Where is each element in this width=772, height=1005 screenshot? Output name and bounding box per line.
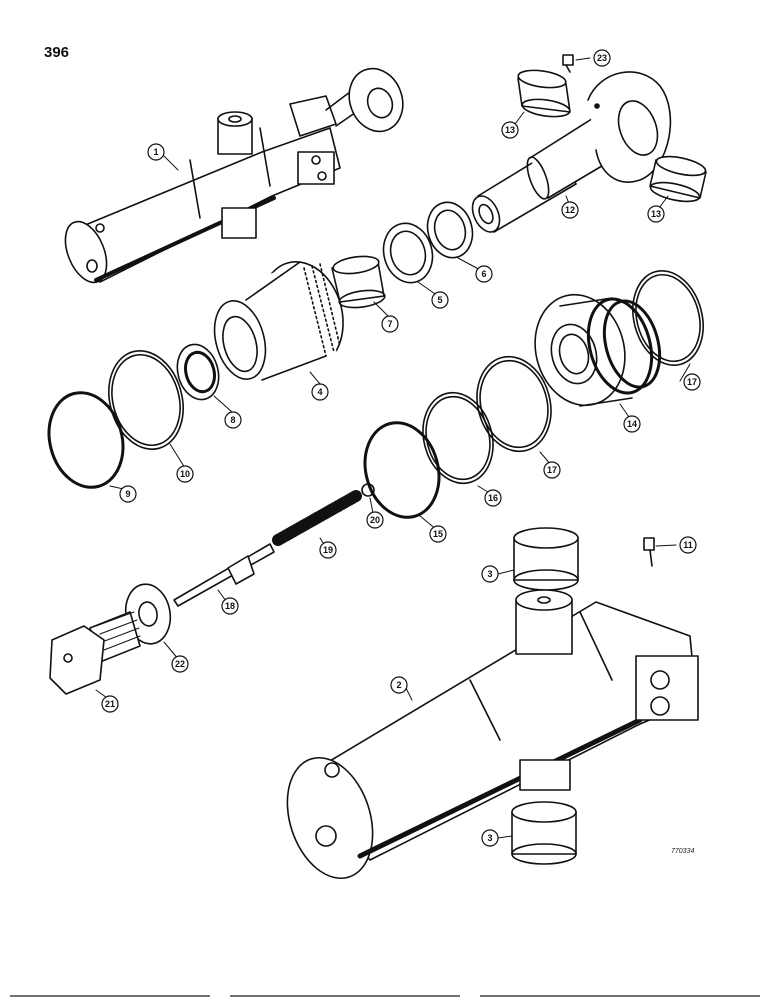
wear-ring-outer: [632, 270, 704, 366]
callout-label-16: 16: [488, 493, 498, 503]
callout-23: 23: [593, 49, 611, 67]
callout-17a: 17: [543, 461, 561, 479]
wiper-seal: [176, 343, 220, 401]
wear-ring-inner: [476, 355, 552, 453]
callout-label-22: 22: [175, 659, 185, 669]
callout-10: 10: [176, 465, 194, 483]
poppet-stem: [173, 543, 275, 607]
grease-fitting-lower: [643, 537, 655, 567]
callout-label-21: 21: [105, 699, 115, 709]
callout-label-20: 20: [370, 515, 380, 525]
check-ball: [361, 483, 375, 497]
rod-bushing: [331, 255, 386, 309]
callout-label-8: 8: [230, 415, 235, 425]
spring: [272, 490, 362, 546]
callout-label-10: 10: [180, 469, 190, 479]
callout-label-7: 7: [387, 319, 392, 329]
callout-label-12: 12: [565, 205, 575, 215]
callout-label-5: 5: [437, 295, 442, 305]
callout-label-19: 19: [323, 545, 333, 555]
callout-8: 8: [224, 411, 242, 429]
callout-11: 11: [679, 536, 697, 554]
cylinder-barrel-large: [286, 589, 699, 880]
callout-2: 2: [390, 676, 408, 694]
callout-label-13b: 13: [651, 209, 661, 219]
callout-12: 12: [561, 201, 579, 219]
callout-13b: 13: [647, 205, 665, 223]
callout-6: 6: [475, 265, 493, 283]
callout-7: 7: [381, 315, 399, 333]
callout-label-3a: 3: [487, 569, 492, 579]
o-ring: [47, 391, 125, 489]
callout-label-18: 18: [225, 601, 235, 611]
callout-label-2: 2: [396, 680, 401, 690]
callout-3b: 3: [481, 829, 499, 847]
page-number: 396: [44, 44, 70, 61]
callout-label-9: 9: [125, 489, 130, 499]
callout-label-13a: 13: [505, 125, 515, 135]
rod-backup-ring: [426, 201, 474, 259]
callout-label-6: 6: [481, 269, 486, 279]
callout-4: 4: [311, 383, 329, 401]
callout-1: 1: [147, 143, 165, 161]
piston-ring: [363, 421, 441, 519]
piston: [534, 293, 662, 407]
callout-label-1: 1: [153, 147, 158, 157]
callout-label-14: 14: [627, 419, 637, 429]
callout-14: 14: [623, 415, 641, 433]
callout-18: 18: [221, 597, 239, 615]
callout-17b: 17: [683, 373, 701, 391]
bushing-bottom: [511, 801, 577, 865]
callout-22: 22: [171, 655, 189, 673]
rod-eye-bushing-lower: [649, 155, 707, 203]
callout-label-11: 11: [683, 540, 693, 550]
callout-13a: 13: [501, 121, 519, 139]
cylinder-head: [213, 261, 344, 384]
drawing-reference-code: 770334: [671, 848, 695, 855]
rod-seal: [382, 222, 434, 284]
callout-21: 21: [101, 695, 119, 713]
piston-seal: [422, 391, 494, 485]
grease-fitting-upper: [562, 54, 574, 73]
callout-19: 19: [319, 541, 337, 559]
callout-15: 15: [429, 525, 447, 543]
callout-label-4: 4: [317, 387, 322, 397]
callout-label-23: 23: [597, 53, 607, 63]
callout-label-15: 15: [433, 529, 443, 539]
callout-16: 16: [484, 489, 502, 507]
callout-3a: 3: [481, 565, 499, 583]
callout-label-3b: 3: [487, 833, 492, 843]
plug-bolt: [49, 611, 141, 695]
callout-label-17a: 17: [547, 465, 557, 475]
bushing-top: [513, 527, 579, 591]
callout-20: 20: [366, 511, 384, 529]
callout-label-17b: 17: [687, 377, 697, 387]
rod-eye-bushing-upper: [517, 69, 571, 118]
callout-9: 9: [119, 485, 137, 503]
cylinder-barrel-small: [64, 67, 404, 284]
piston-rod: [471, 71, 672, 233]
callout-5: 5: [431, 291, 449, 309]
